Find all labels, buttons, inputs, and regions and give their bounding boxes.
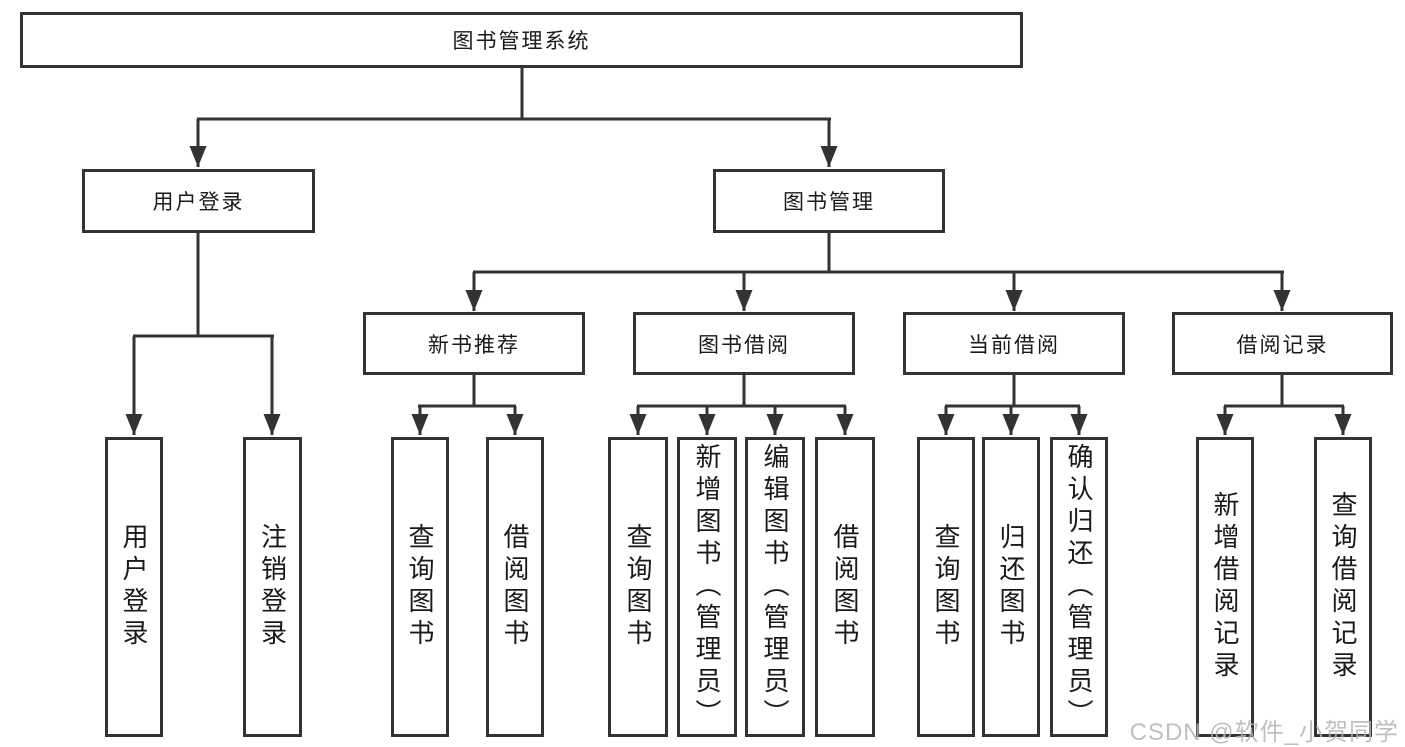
leaf-edit-books-admin: 编辑图书（管理员） xyxy=(745,437,805,737)
node-book-borrowing: 图书借阅 xyxy=(633,312,855,375)
node-library-system-label: 图书管理系统 xyxy=(452,30,591,53)
leaf-query-books-recommend-label: 查询图书 xyxy=(405,523,435,651)
connector-login-to-leaves xyxy=(125,233,281,435)
leaf-query-borrow-record: 查询借阅记录 xyxy=(1314,437,1372,737)
leaf-borrow-books-borrowing: 借阅图书 xyxy=(815,437,875,737)
leaf-user-login: 用户登录 xyxy=(105,437,163,737)
node-current-borrowing: 当前借阅 xyxy=(903,312,1125,375)
node-borrowing-records: 借阅记录 xyxy=(1172,312,1393,375)
leaf-query-books-current-label: 查询图书 xyxy=(931,523,961,651)
leaf-query-books-borrowing: 查询图书 xyxy=(608,437,668,737)
node-user-login-branch: 用户登录 xyxy=(82,169,315,233)
leaf-add-borrow-record: 新增借阅记录 xyxy=(1196,437,1254,737)
node-book-management-branch: 图书管理 xyxy=(713,169,945,233)
connector-recommend-to-leaves xyxy=(411,375,524,435)
node-borrowing-records-label: 借阅记录 xyxy=(1236,333,1329,357)
leaf-query-books-borrowing-label: 查询图书 xyxy=(623,523,653,651)
connector-management-to-level3 xyxy=(465,233,1291,311)
leaf-borrow-books-recommend: 借阅图书 xyxy=(486,437,544,737)
leaf-add-books-admin: 新增图书（管理员） xyxy=(677,437,737,737)
leaf-add-borrow-record-label: 新增借阅记录 xyxy=(1210,491,1240,683)
node-book-management-branch-label: 图书管理 xyxy=(783,191,875,214)
connector-current-to-leaves xyxy=(937,375,1088,435)
leaf-borrow-books-borrowing-label: 借阅图书 xyxy=(830,523,860,651)
leaf-return-books-label: 归还图书 xyxy=(996,523,1026,651)
leaf-add-books-admin-label: 新增图书（管理员） xyxy=(692,443,722,731)
node-book-borrowing-label: 图书借阅 xyxy=(698,333,790,357)
node-user-login-branch-label: 用户登录 xyxy=(152,191,245,214)
leaf-query-borrow-record-label: 查询借阅记录 xyxy=(1328,491,1358,683)
leaf-logout-label: 注销登录 xyxy=(257,523,288,651)
node-new-book-recommend-label: 新书推荐 xyxy=(428,333,520,357)
leaf-logout: 注销登录 xyxy=(243,437,302,737)
connector-borrow-to-leaves xyxy=(629,375,854,435)
leaf-confirm-return-admin: 确认归还（管理员） xyxy=(1050,437,1108,737)
leaf-user-login-label: 用户登录 xyxy=(119,523,149,651)
leaf-query-books-recommend: 查询图书 xyxy=(391,437,449,737)
node-new-book-recommend: 新书推荐 xyxy=(363,312,585,375)
connector-records-to-leaves xyxy=(1216,375,1352,435)
leaf-edit-books-admin-label: 编辑图书（管理员） xyxy=(760,443,790,731)
connector-root-to-level2 xyxy=(189,67,838,167)
watermark: CSDN @软件_小贺同学 xyxy=(1129,719,1399,746)
leaf-borrow-books-recommend-label: 借阅图书 xyxy=(500,523,530,651)
leaf-return-books: 归还图书 xyxy=(982,437,1040,737)
leaf-query-books-current: 查询图书 xyxy=(917,437,975,737)
node-library-system: 图书管理系统 xyxy=(20,12,1023,68)
leaf-confirm-return-admin-label: 确认归还（管理员） xyxy=(1064,443,1094,731)
node-current-borrowing-label: 当前借阅 xyxy=(968,333,1060,357)
